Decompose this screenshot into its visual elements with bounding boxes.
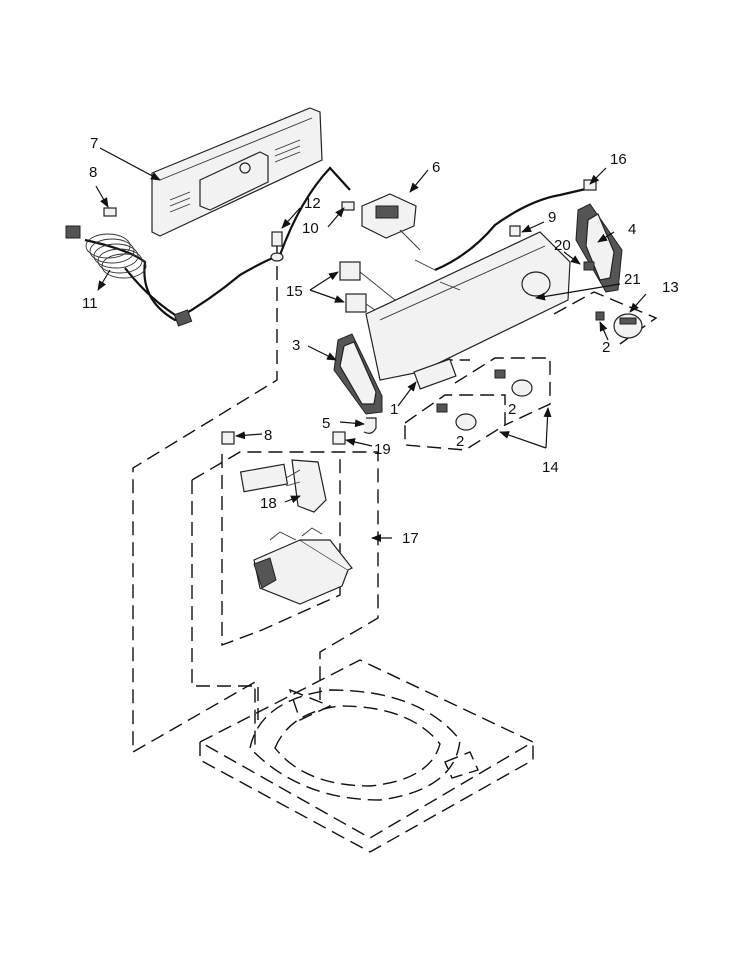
knob-13 — [613, 313, 643, 339]
screw-10 — [341, 201, 355, 211]
console-panel — [151, 107, 323, 237]
panel-base — [365, 231, 571, 390]
callout-2-right: 2 — [602, 339, 610, 356]
callout-13: 13 — [662, 279, 679, 296]
dash-path-12 — [132, 245, 278, 754]
leader-lines — [95, 147, 647, 542]
clip-20 — [583, 261, 595, 271]
cabinet-top-outline — [198, 659, 535, 853]
callout-4: 4 — [628, 221, 636, 238]
knob-mid — [494, 369, 533, 397]
hook-5 — [363, 417, 377, 434]
callout-21: 21 — [624, 271, 641, 288]
callout-2-mid: 2 — [508, 401, 516, 418]
callout-2-left: 2 — [456, 433, 464, 450]
callout-8-mid: 8 — [264, 427, 272, 444]
callout-17: 17 — [402, 530, 419, 547]
dash-box-18 — [221, 454, 341, 647]
callout-11: 11 — [82, 295, 98, 312]
callout-3: 3 — [292, 337, 300, 354]
wire-harness — [65, 166, 351, 327]
control-board — [361, 193, 421, 251]
callout-9: 9 — [548, 209, 556, 226]
callout-6: 6 — [432, 159, 440, 176]
end-cap — [575, 203, 623, 293]
screw-12 — [270, 231, 284, 262]
callout-12: 12 — [304, 195, 321, 212]
callout-19: 19 — [374, 441, 391, 458]
callout-18: 18 — [260, 495, 277, 512]
inlet-valve — [239, 459, 327, 513]
callout-16: 16 — [610, 151, 627, 168]
callout-7: 7 — [90, 135, 98, 152]
callout-14: 14 — [542, 459, 559, 476]
knob-left — [436, 403, 477, 431]
callout-10: 10 — [302, 220, 319, 237]
callout-1: 1 — [390, 401, 398, 418]
screw-8-top — [103, 207, 117, 217]
connector-16 — [583, 179, 597, 191]
screw-8-mid — [221, 431, 235, 445]
clip-2-right — [595, 311, 605, 321]
callout-20: 20 — [554, 237, 571, 254]
switches — [339, 261, 396, 321]
screw-9 — [509, 225, 521, 237]
callout-8-top: 8 — [89, 164, 97, 181]
callout-5: 5 — [322, 415, 330, 432]
upper-harness — [434, 186, 591, 272]
screw-19 — [332, 431, 346, 445]
callout-15: 15 — [286, 283, 303, 300]
dispenser-housing — [253, 527, 353, 605]
dispenser — [333, 333, 383, 415]
